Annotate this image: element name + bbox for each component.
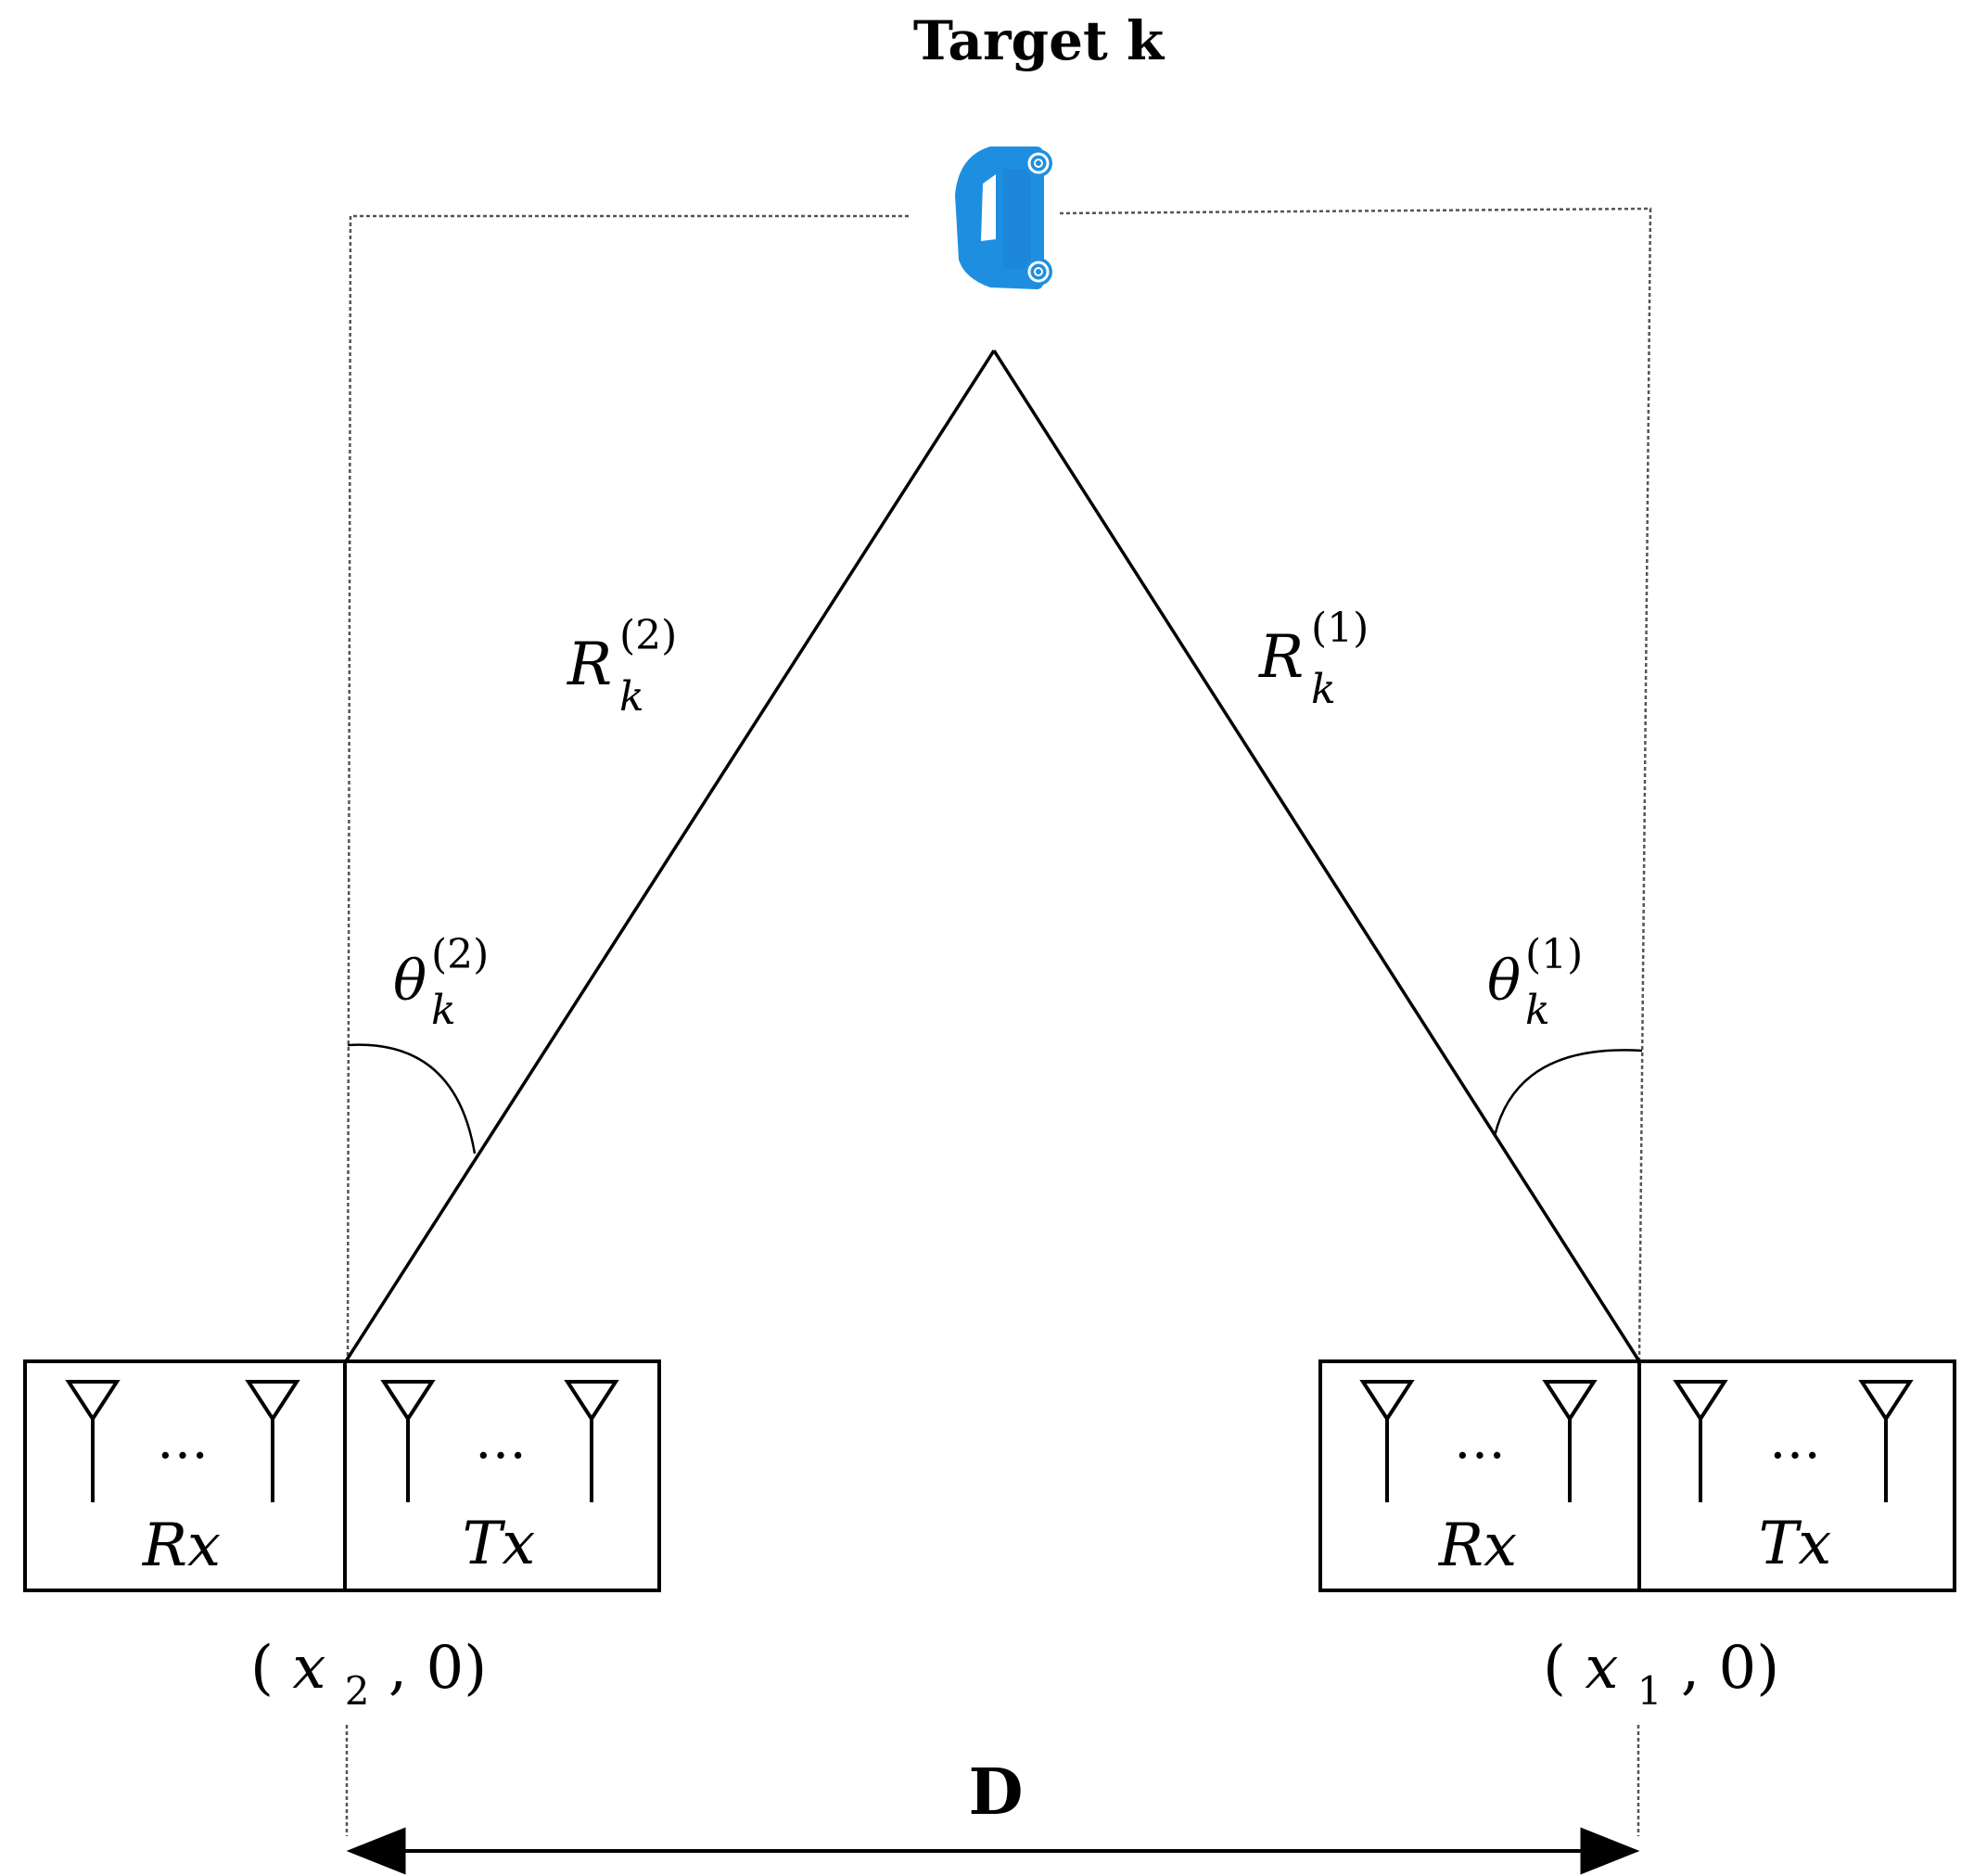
radar-1-coordinate: ( x 1 , 0) (1543, 1634, 1779, 1719)
range-label-1: R k (1) (1258, 605, 1369, 718)
tx-ellipsis: … (475, 1410, 527, 1471)
antenna-icon (245, 1380, 300, 1502)
antenna-icon (380, 1380, 436, 1502)
range-lines (344, 350, 1641, 1362)
angle-label-1: θ k (1) (1487, 931, 1583, 1038)
antenna-icon (1542, 1380, 1598, 1502)
range-line-1 (992, 350, 1641, 1362)
radar-1: … … Rx Tx ( x 1 , 0) (1318, 1359, 1956, 1719)
radar-2-coordinate: ( x 2 , 0) (250, 1634, 487, 1719)
angle-label-2: θ k (2) (393, 931, 489, 1038)
angle-arc-right (1493, 1049, 1643, 1137)
angle-arc-left (347, 1043, 477, 1155)
tx-box (1637, 1359, 1956, 1592)
left-reference-line (346, 214, 909, 1360)
tx-ellipsis: … (1769, 1410, 1821, 1471)
rx-label: Rx (142, 1512, 221, 1580)
rx-label: Rx (1438, 1512, 1517, 1580)
range-line-2 (344, 350, 996, 1362)
target-title: Target k (913, 9, 1165, 72)
antenna-icon (1673, 1380, 1728, 1502)
tx-label: Tx (463, 1510, 536, 1578)
antenna-icon (564, 1380, 619, 1502)
reference-lines (345, 207, 1652, 1836)
rx-ellipsis: … (157, 1410, 209, 1471)
antenna-icon (65, 1380, 121, 1502)
tx-box (343, 1359, 661, 1592)
right-reference-line (1059, 207, 1652, 1360)
tx-label: Tx (1759, 1510, 1832, 1578)
rx-ellipsis: … (1454, 1410, 1506, 1471)
car-icon (955, 147, 1052, 289)
antenna-icon (1359, 1380, 1415, 1502)
antenna-icon (1858, 1380, 1914, 1502)
distance-label: D (969, 1755, 1024, 1830)
radar-2: … … Rx Tx ( x 2 , 0) (23, 1359, 661, 1719)
range-label-2: R k (2) (567, 612, 677, 725)
